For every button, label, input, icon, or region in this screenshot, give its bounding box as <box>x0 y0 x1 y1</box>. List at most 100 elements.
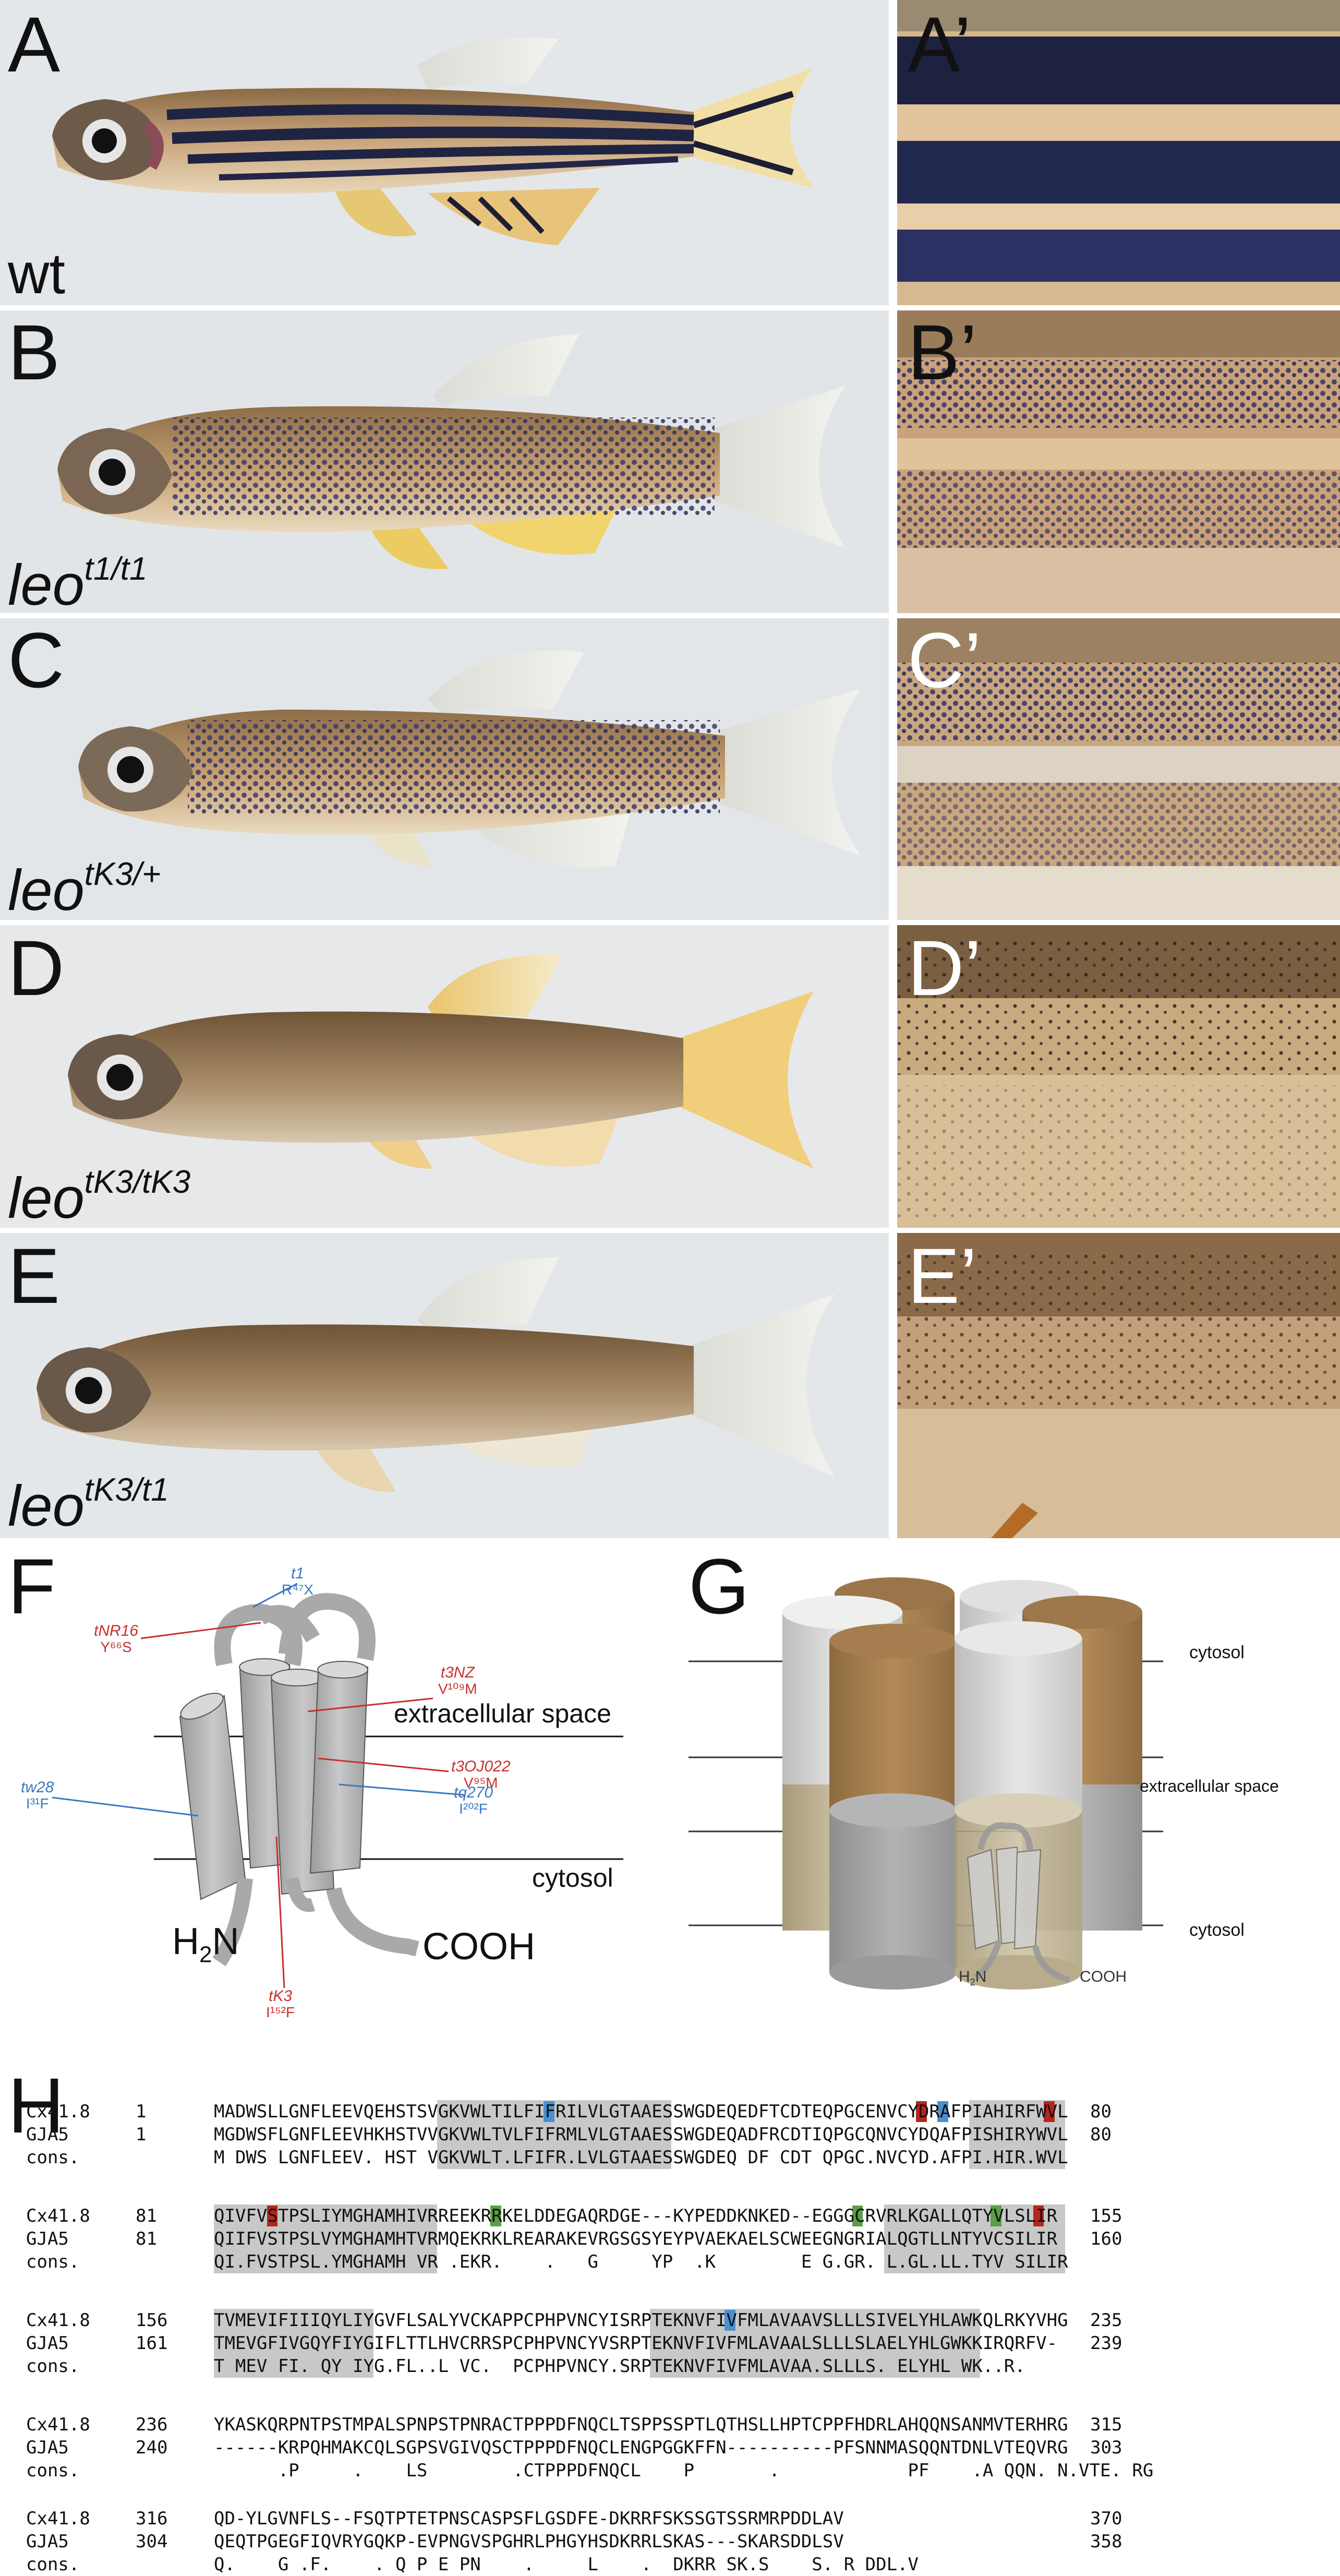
mutation-change: I¹⁵²F <box>266 2004 295 2020</box>
sequence-name: cons. <box>26 2147 80 2168</box>
cytosol-top-label: cytosol <box>1189 1643 1245 1662</box>
sequence-residues: QIIFVSTPSLVYMGHAMHTVRMQEKRKLREARAKEVRGSG… <box>214 2227 1090 2250</box>
alignment-block: Cx41.8 81 QIVFVSTPSLIYMGHAMHIVRREEKRRKELDD… <box>26 2204 1153 2273</box>
sequence-start <box>136 2355 214 2378</box>
tm-domain-shade <box>650 2309 980 2332</box>
sequence-residues: QEQTPGEGFIQVRYGQKP-EVPNGVSPGHRLPHGYHSDKR… <box>214 2530 1090 2553</box>
sequence-end <box>1090 2146 1153 2169</box>
panel-label-e: E <box>8 1232 61 1320</box>
sequence-residues: TVMEVIFIIIQYLIYGVFLSALYVCKAPPCPHPVNCYISR… <box>214 2309 1090 2332</box>
tm-domain-shade <box>884 2250 1065 2273</box>
panel-e-photo <box>0 1233 889 1538</box>
alignment-row: cons. M DWS LGNFLEEV. HST VGKVWLT.LFIFR.L… <box>26 2146 1153 2169</box>
sequence-name: Cx41.8 <box>26 2414 90 2435</box>
mutation-residue-mark <box>725 2310 735 2331</box>
genotype-base: leo <box>8 858 84 922</box>
mutation-allele: tK3 <box>269 1987 293 2005</box>
sequence-residues: T MEV FI. QY IYG.FL..L VC. PCPHPVNCY.SRP… <box>214 2355 1090 2378</box>
panel-c-zoom <box>897 618 1340 920</box>
sequence-end <box>1090 2355 1153 2378</box>
sequence-start <box>136 2250 214 2273</box>
connexin-cylinder <box>955 1621 1082 1811</box>
panel-label-b-prime: B’ <box>908 308 977 396</box>
sequence-residues: .P . LS .CTPPPDFNQCL P . PF .A QQN. N.VT… <box>214 2459 1154 2482</box>
sequence-start <box>136 2146 214 2169</box>
tm-domain-shade <box>969 2123 1065 2146</box>
sequence-start: 81 <box>136 2206 157 2226</box>
genotype-wt: wt <box>8 242 65 306</box>
sequence-name: cons. <box>26 2460 80 2481</box>
sequence-residues: TMEVGFIVGQYFIYGIFLTTLHVCRRSPCPHPVNCYVSRP… <box>214 2332 1090 2355</box>
genotype-allele: tK3/+ <box>84 856 161 892</box>
sequence-name: Cx41.8 <box>26 2206 90 2226</box>
mutation-change: R⁴⁷X <box>282 1581 314 1598</box>
tm-helix <box>309 1661 369 1874</box>
panel-label-e-prime: E’ <box>908 1232 977 1320</box>
genotype-base: leo <box>8 1474 84 1538</box>
sequence-residues: ------KRPQHMAKCQLSGPSVGIVQSCTPPPDFNQCLEN… <box>214 2436 1090 2459</box>
sequence-start <box>136 2553 214 2576</box>
panel-label-a-prime: A’ <box>908 1 972 88</box>
sequence-start: 81 <box>136 2228 157 2249</box>
mutation-allele: tNR16 <box>94 1622 139 1639</box>
sequence-name: GJA5 <box>26 2333 69 2354</box>
panel-label-c-prime: C’ <box>908 616 982 704</box>
mutation-residue-mark <box>1044 2101 1055 2122</box>
sequence-residues: Q. G .F. . Q P E PN . L . DKRR SK.S S. R… <box>214 2553 1090 2576</box>
sequence-residues: QI.FVSTPSL.YMGHAMH VR .EKR. . G YP .K E … <box>214 2250 1090 2273</box>
sequence-name: GJA5 <box>26 2228 69 2249</box>
panel-c-photo <box>0 618 889 920</box>
cytosol-bottom-label: cytosol <box>1189 1920 1245 1940</box>
extracellular-space-label: extracellular space <box>394 1699 611 1728</box>
sequence-name: GJA5 <box>26 2437 69 2458</box>
sequence-text: QI.FVSTPSL.YMGHAMH VR .EKR. . G YP .K E … <box>214 2251 1068 2272</box>
mutation-allele: t3OJ022 <box>451 1758 511 1775</box>
extracellular-space-label: extracellular space <box>1140 1777 1279 1795</box>
sequence-start: 236 <box>136 2414 168 2435</box>
mutation-residue-mark <box>916 2101 927 2122</box>
c-terminus-label: COOH <box>422 1926 535 1968</box>
sequence-residues: YKASKQRPNTPSTMPALSPNPSTPNRACTPPPDFNQCLTS… <box>214 2413 1090 2436</box>
panel-label-h: H <box>8 2062 65 2149</box>
sequence-text: MGDWSFLGNFLEEVHKHSTVVGKVWLTVLFIFRMLVLGTA… <box>214 2124 1068 2145</box>
tm-domain-shade <box>884 2227 1065 2250</box>
sequence-start: 161 <box>136 2333 168 2354</box>
sequence-residues: MGDWSFLGNFLEEVHKHSTVVGKVWLTVLFIFRMLVLGTA… <box>214 2123 1090 2146</box>
alignment-row: Cx41.8 81 QIVFVSTPSLIYMGHAMHIVRREEKRRKELDD… <box>26 2204 1153 2227</box>
n-terminus-label: H2N <box>172 1921 239 1968</box>
panel-d-photo <box>0 925 889 1228</box>
sequence-end: 155 <box>1090 2206 1122 2226</box>
g-n-terminus-label: H2N <box>959 1968 987 1987</box>
sequence-text: QIIFVSTPSLVYMGHAMHTVRMQEKRKLREARAKEVRGSG… <box>214 2228 1058 2249</box>
sequence-residues: M DWS LGNFLEEV. HST VGKVWLT.LFIFR.LVLGTA… <box>214 2146 1090 2169</box>
sequence-start: 240 <box>136 2437 168 2458</box>
genotype-b: leot1/t1 <box>8 553 147 614</box>
sequence-text: .P . LS .CTPPPDFNQCL P . PF .A QQN. N.VT… <box>214 2460 1154 2481</box>
sequence-start: 1 <box>136 2124 147 2145</box>
tm-domain-shade <box>437 2123 672 2146</box>
genotype-allele: t1/t1 <box>84 551 148 587</box>
tm-domain-shade <box>214 2355 373 2378</box>
sequence-name: cons. <box>26 2554 80 2575</box>
sequence-start: 316 <box>136 2508 168 2529</box>
sequence-end <box>1090 2553 1153 2576</box>
g-c-terminus-label: COOH <box>1080 1968 1127 1985</box>
genotype-allele: tK3/t1 <box>84 1472 169 1508</box>
sequence-residues: QIVFVSTPSLIYMGHAMHIVRREEKRRKELDDEGAQRDGE… <box>214 2204 1090 2227</box>
panel-g-diagram <box>689 1577 1163 1990</box>
mutation-change: Y⁶⁶S <box>100 1638 132 1655</box>
sequence-text: MADWSLLGNFLEEVQEHSTSVGKVWLTILFIFRILVLGTA… <box>214 2101 1068 2122</box>
panel-label-b: B <box>8 308 61 396</box>
sequence-end: 370 <box>1090 2508 1122 2529</box>
mutation-allele: tq270 <box>454 1784 493 1801</box>
sequence-text: T MEV FI. QY IYG.FL..L VC. PCPHPVNCY.SRP… <box>214 2356 1025 2377</box>
